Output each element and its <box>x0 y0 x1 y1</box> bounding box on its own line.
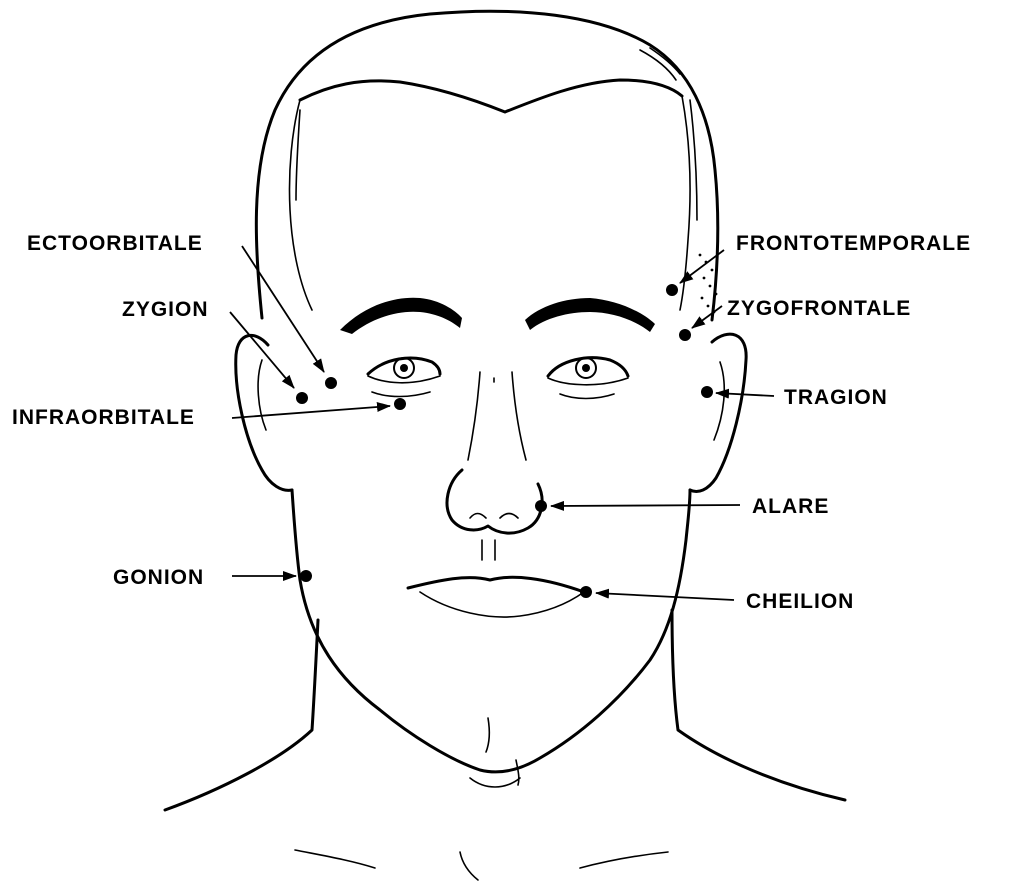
zygofrontale-leader <box>692 306 722 328</box>
right-eyebrow <box>525 298 655 332</box>
frontotemporale-point <box>666 284 678 296</box>
ectoorbitale-point <box>325 377 337 389</box>
alare-label: ALARE <box>752 495 829 518</box>
infraorbitale-point <box>394 398 406 410</box>
left-eyebrow <box>340 298 462 334</box>
left-ear <box>236 335 292 490</box>
cheilion-label: CHEILION <box>746 590 854 613</box>
infraorbitale-label: INFRAORBITALE <box>12 406 195 429</box>
mouth <box>408 540 584 617</box>
zygofrontale-point <box>679 329 691 341</box>
neck-shoulders <box>165 610 845 880</box>
landmark-labels: ECTOORBITALE ZYGION INFRAORBITALE GONION… <box>12 232 971 613</box>
leader-lines <box>230 246 774 600</box>
right-eye <box>548 358 628 399</box>
gonion-label: GONION <box>113 566 204 589</box>
zygofrontale-label: ZYGOFRONTALE <box>727 297 911 320</box>
alare-leader <box>551 505 740 506</box>
cheilion-leader <box>596 593 734 600</box>
zygion-leader <box>230 312 294 388</box>
tragion-label: TRAGION <box>784 386 888 409</box>
alare-point <box>535 500 547 512</box>
gonion-point <box>300 570 312 582</box>
cheilion-point <box>580 586 592 598</box>
left-eye <box>368 358 440 397</box>
frontotemporale-label: FRONTOTEMPORALE <box>736 232 971 255</box>
face-contour <box>292 490 690 787</box>
head-outline <box>256 11 718 320</box>
nose <box>447 372 542 533</box>
infraorbitale-leader <box>232 406 390 418</box>
right-ear <box>690 334 746 491</box>
zygion-label: ZYGION <box>122 298 209 321</box>
zygion-point <box>296 392 308 404</box>
ectoorbitale-label: ECTOORBITALE <box>27 232 203 255</box>
tragion-point <box>701 386 713 398</box>
